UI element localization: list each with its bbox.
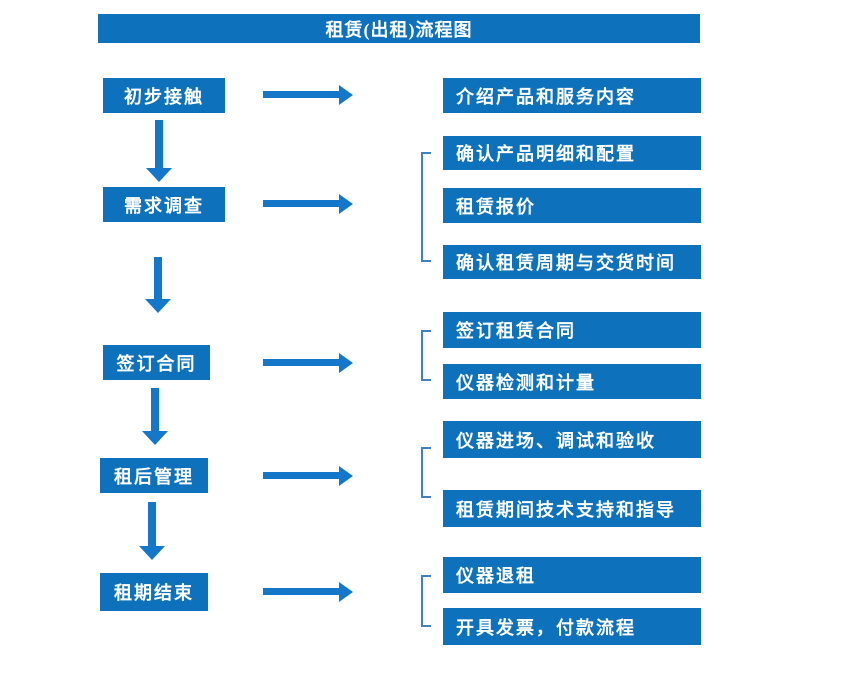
stage-box-post-rental-management: 租后管理 — [100, 458, 208, 493]
group-bracket — [421, 447, 431, 498]
down-arrow — [139, 502, 165, 560]
detail-box: 租赁报价 — [443, 188, 701, 223]
down-arrow — [146, 120, 172, 182]
flow-arrow — [263, 194, 353, 214]
down-arrow — [145, 257, 171, 313]
stage-box-sign-contract: 签订合同 — [103, 345, 210, 380]
detail-box: 仪器退租 — [443, 557, 701, 593]
flow-arrow — [263, 353, 353, 373]
stage-box-initial-contact: 初步接触 — [103, 78, 225, 113]
flow-arrow — [263, 582, 353, 602]
stage-box-demand-survey: 需求调查 — [103, 187, 225, 222]
detail-box: 介绍产品和服务内容 — [443, 78, 701, 113]
flowchart-title: 租赁(出租)流程图 — [98, 14, 700, 43]
down-arrow — [142, 388, 168, 445]
group-bracket — [421, 152, 431, 262]
flow-arrow — [263, 466, 353, 486]
detail-box: 仪器进场、调试和验收 — [443, 421, 701, 458]
detail-box: 仪器检测和计量 — [443, 364, 701, 399]
group-bracket — [421, 330, 431, 381]
detail-box: 确认租赁周期与交货时间 — [443, 245, 701, 279]
detail-box: 开具发票，付款流程 — [443, 608, 701, 645]
stage-box-rental-end: 租期结束 — [100, 573, 208, 611]
group-bracket — [421, 575, 431, 627]
detail-box: 确认产品明细和配置 — [443, 136, 701, 170]
flow-arrow — [263, 85, 353, 105]
detail-box: 租赁期间技术支持和指导 — [443, 490, 701, 527]
detail-box: 签订租赁合同 — [443, 312, 701, 348]
